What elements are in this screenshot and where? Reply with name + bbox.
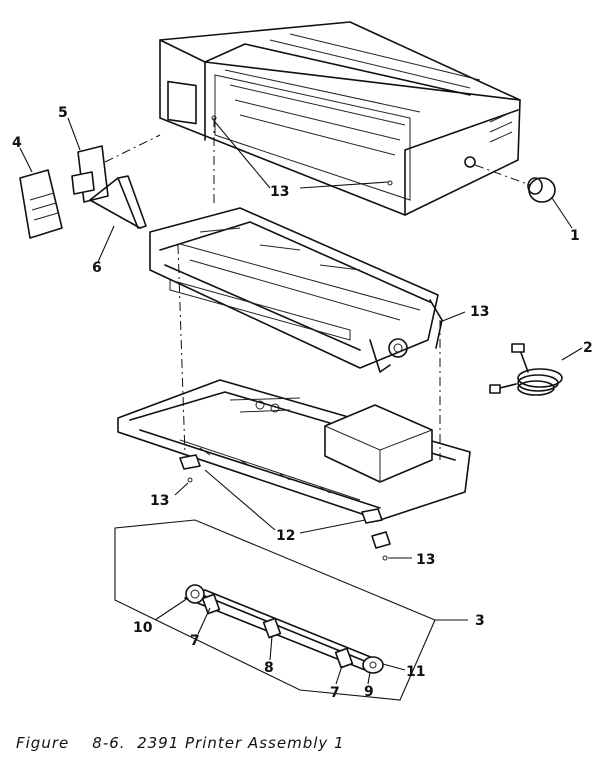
callout-3: 3	[475, 613, 485, 629]
label-plate-part	[19, 147, 63, 239]
callout-13b: 13	[470, 304, 489, 320]
screw-markers	[174, 115, 466, 561]
callout-9: 9	[364, 684, 374, 700]
print-mechanism	[149, 207, 443, 373]
callout-7a: 7	[190, 633, 200, 649]
callout-12: 12	[276, 528, 295, 544]
base-frame	[117, 379, 471, 521]
top-cover	[159, 21, 521, 216]
figure-caption: Figure 8-6. 2391 Printer Assembly 1	[16, 734, 345, 752]
power-cord-part	[489, 343, 583, 396]
knob-part	[474, 164, 573, 229]
callout-13d: 13	[416, 552, 435, 568]
callout-7b: 7	[330, 685, 340, 701]
callout-13a: 13	[270, 184, 289, 200]
callout-11: 11	[406, 664, 425, 680]
assembly-alignment-lines	[177, 118, 441, 460]
callout-4: 4	[12, 135, 22, 151]
sub-assembly-outline	[114, 519, 468, 701]
callout-labels: 1 2 3 4 5 6 7 7 8 9 10 11 12 13 13 13 13…	[12, 105, 593, 701]
callout-8: 8	[264, 660, 274, 676]
rubber-feet-part	[179, 454, 391, 549]
panel-bracket-part	[67, 117, 161, 203]
ribbon-cable-part	[89, 175, 147, 263]
callout-10: 10	[133, 620, 153, 636]
callout-5: 5	[58, 105, 68, 121]
callout-13c: 13	[150, 493, 169, 509]
callout-1: 1	[570, 228, 580, 244]
tractor-rod-assembly	[154, 584, 406, 685]
callout-6: 6	[92, 260, 102, 276]
callout-2: 2	[583, 340, 593, 356]
